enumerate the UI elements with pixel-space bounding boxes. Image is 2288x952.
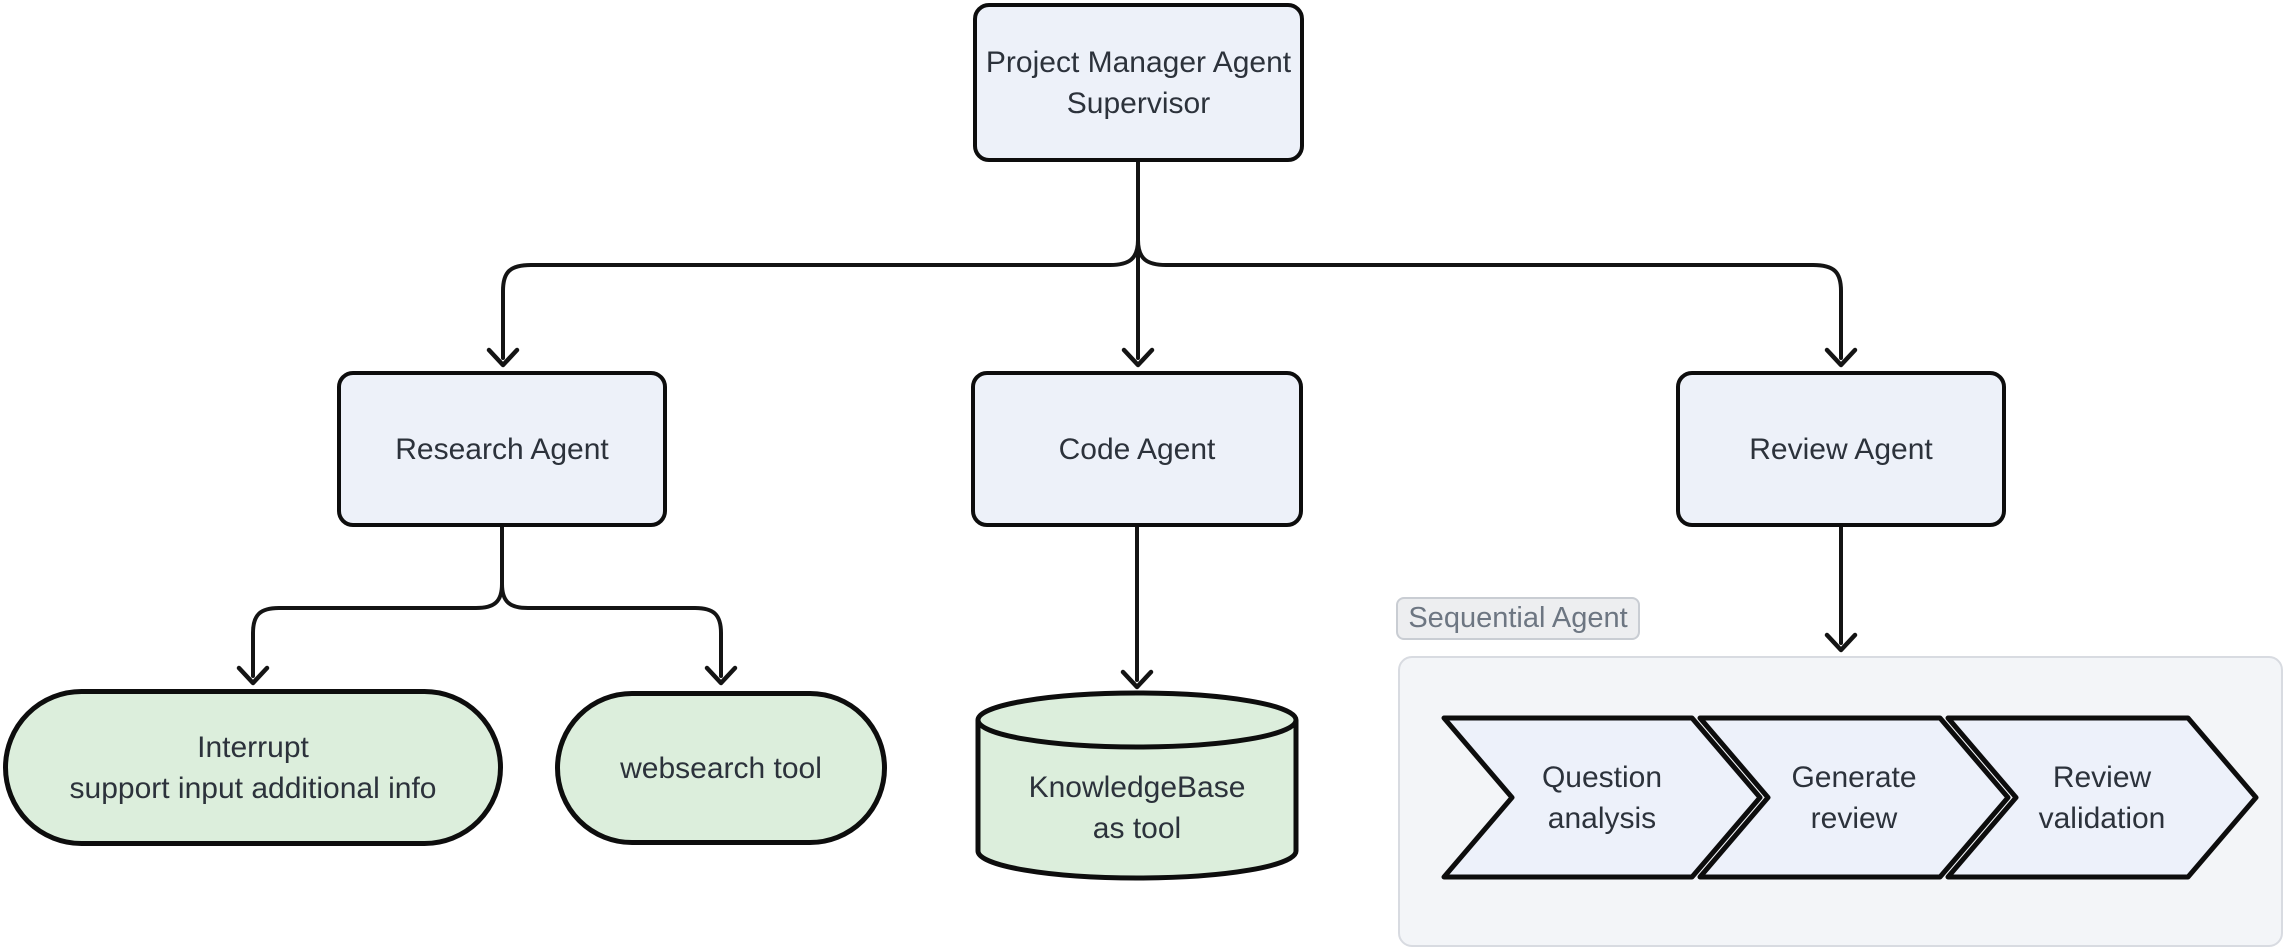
sequential-agent-tag: Sequential Agent <box>1396 597 1640 640</box>
arrowhead-down-icon <box>1824 632 1858 653</box>
arrowhead-down-icon <box>1824 347 1858 368</box>
arrowhead-down-icon <box>486 347 520 368</box>
chevron-step-1-shape <box>1441 715 1763 880</box>
arrowhead-down-icon <box>1121 347 1155 368</box>
sequential-agent-tag-label: Sequential Agent <box>1408 602 1628 634</box>
arrowhead-down-icon <box>704 665 738 686</box>
step-review-validation: Review validation <box>1982 738 2222 858</box>
step-generate-review: Generate review <box>1734 738 1974 858</box>
node-review-agent: Review Agent <box>1676 371 2006 527</box>
node-interrupt-tool: Interrupt support input additional info <box>3 689 503 846</box>
node-research-agent: Research Agent <box>337 371 667 527</box>
step-label-line: review <box>1810 802 1898 835</box>
step-question-analysis: Question analysis <box>1482 738 1722 858</box>
edge-research-to-interrupt <box>251 525 504 678</box>
node-code-agent: Code Agent <box>971 371 1303 527</box>
node-label-line: Interrupt <box>197 730 309 764</box>
edge-research-to-websearch <box>500 525 723 678</box>
node-label-line: KnowledgeBase <box>1028 771 1246 804</box>
edge-supervisor-to-review <box>1136 160 1843 360</box>
step-label-line: validation <box>2038 802 2166 835</box>
node-label-line: as tool <box>1092 812 1182 845</box>
arrowhead-down-icon <box>1120 669 1154 690</box>
step-label-line: Review <box>2052 761 2152 794</box>
node-label: websearch tool <box>620 751 822 785</box>
step-label-line: Question <box>1541 761 1663 794</box>
chevron-step-3-shape <box>1945 715 2259 880</box>
node-label-line: support input additional info <box>69 771 437 805</box>
node-label-line: Supervisor <box>1066 86 1211 120</box>
node-knowledgebase-label: KnowledgeBase as tool <box>978 745 1296 871</box>
arrowhead-down-icon <box>236 665 270 686</box>
database-cylinder-shape <box>975 690 1299 881</box>
node-label: Research Agent <box>395 432 609 466</box>
node-label-line: Project Manager Agent <box>985 45 1292 79</box>
node-label: Code Agent <box>1058 432 1216 466</box>
step-label-line: Generate <box>1791 761 1917 794</box>
step-label-line: analysis <box>1547 802 1657 835</box>
node-label: Review Agent <box>1749 432 1933 466</box>
node-websearch-tool: websearch tool <box>555 691 887 845</box>
node-project-manager-supervisor: Project Manager Agent Supervisor <box>973 3 1304 162</box>
edge-supervisor-to-research <box>501 160 1140 360</box>
chevron-step-2-shape <box>1697 715 2011 880</box>
